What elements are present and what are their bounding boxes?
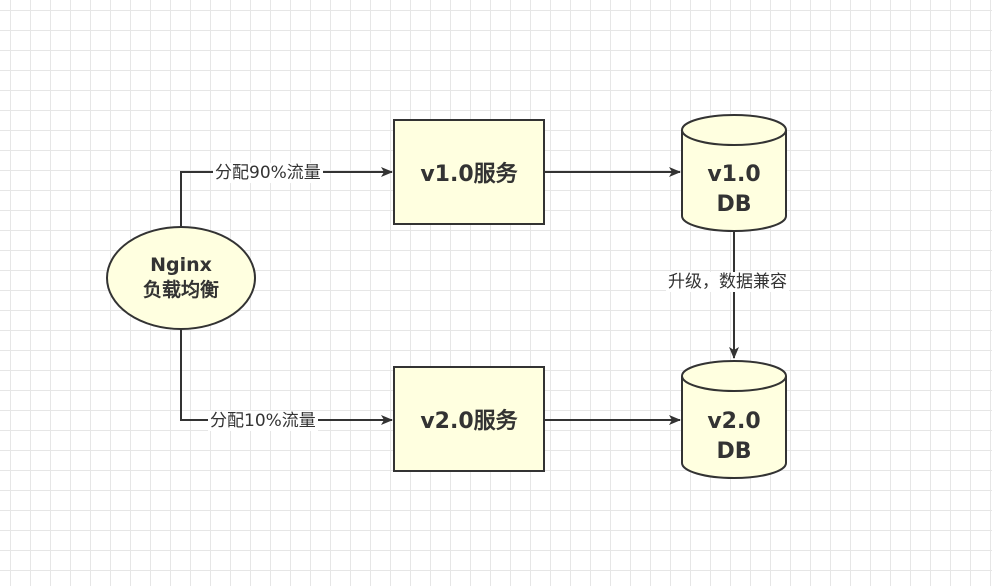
- edge-label-90: 分配90%流量: [213, 163, 323, 183]
- edge-label-10: 分配10%流量: [208, 411, 318, 431]
- v1-db-label: v1.0 DB: [682, 158, 786, 222]
- v2-db-cylinder[interactable]: [681, 360, 787, 479]
- nginx-node-label: Nginx 负载均衡: [107, 228, 255, 328]
- v1-db-type: DB: [716, 192, 752, 217]
- v2-db-type: DB: [716, 439, 752, 464]
- edge-nginx-to-v2[interactable]: [180, 330, 393, 425]
- nginx-name: Nginx: [150, 254, 212, 276]
- v1-db-version: v1.0: [707, 162, 761, 187]
- v2-service-label: v2.0服务: [394, 367, 544, 471]
- nginx-subtitle: 负载均衡: [142, 279, 219, 301]
- v2-db-version: v2.0: [707, 409, 761, 434]
- v2-db-label: v2.0 DB: [682, 405, 786, 469]
- v1-service-box[interactable]: [393, 119, 545, 225]
- edge-label-upgrade: 升级，数据兼容: [666, 272, 789, 292]
- v2-service-text: v2.0服务: [420, 409, 518, 434]
- v2-service-box[interactable]: [393, 366, 545, 472]
- v1-service-text: v1.0服务: [420, 162, 518, 187]
- v1-service-label: v1.0服务: [394, 120, 544, 224]
- nginx-node-shape[interactable]: [106, 226, 256, 330]
